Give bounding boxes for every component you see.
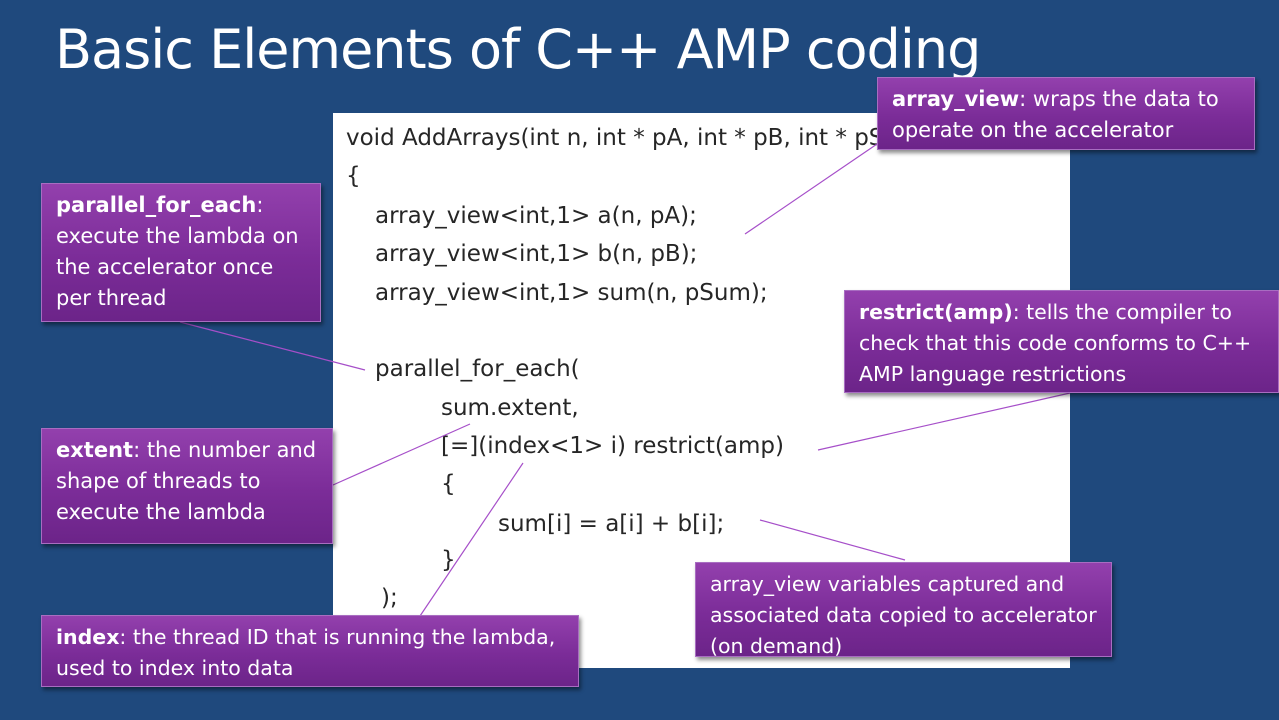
- callout-array-view-text: : wraps the data to operate on the accel…: [892, 87, 1219, 142]
- callout-restrict-amp-term: restrict(amp): [859, 300, 1013, 324]
- callout-captured-variables-text: array_view variables captured and associ…: [710, 572, 1097, 658]
- code-line-array-view-sum: array_view<int,1> sum(n, pSum);: [375, 280, 768, 306]
- callout-extent-term: extent: [56, 438, 134, 462]
- callout-index: index: the thread ID that is running the…: [41, 615, 579, 687]
- callout-restrict-amp-text: : tells the compiler to check that this …: [859, 300, 1252, 386]
- code-line-lambda-close-brace: }: [441, 547, 456, 573]
- callout-restrict-amp: restrict(amp): tells the compiler to che…: [844, 290, 1279, 393]
- slide-title: Basic Elements of C++ AMP coding: [55, 18, 981, 81]
- code-line-lambda-open-brace: {: [441, 471, 456, 497]
- code-line-close-paren: );: [381, 585, 398, 611]
- callout-extent: extent: the number and shape of threads …: [41, 428, 333, 544]
- code-line-lambda: [=](index<1> i) restrict(amp): [441, 433, 784, 459]
- callout-array-view: array_view: wraps the data to operate on…: [877, 77, 1255, 150]
- code-line-array-view-a: array_view<int,1> a(n, pA);: [375, 203, 697, 229]
- callout-index-term: index: [56, 625, 120, 649]
- code-line-array-view-b: array_view<int,1> b(n, pB);: [375, 241, 698, 267]
- code-line-extent: sum.extent,: [441, 395, 579, 421]
- code-line-sum-assign: sum[i] = a[i] + b[i];: [498, 511, 725, 537]
- code-line-signature: void AddArrays(int n, int * pA, int * pB…: [346, 125, 930, 151]
- code-line-parallel-for-each: parallel_for_each(: [375, 356, 580, 382]
- callout-array-view-term: array_view: [892, 87, 1020, 111]
- callout-parallel-for-each-term: parallel_for_each: [56, 193, 257, 217]
- callout-index-text: : the thread ID that is running the lamb…: [56, 625, 556, 680]
- callout-parallel-for-each: parallel_for_each: execute the lambda on…: [41, 183, 321, 322]
- callout-parallel-for-each-text: : execute the lambda on the accelerator …: [56, 193, 299, 310]
- code-line-open-brace: {: [346, 163, 361, 189]
- callout-captured-variables: array_view variables captured and associ…: [695, 562, 1112, 658]
- callout-extent-text: : the number and shape of threads to exe…: [56, 438, 317, 524]
